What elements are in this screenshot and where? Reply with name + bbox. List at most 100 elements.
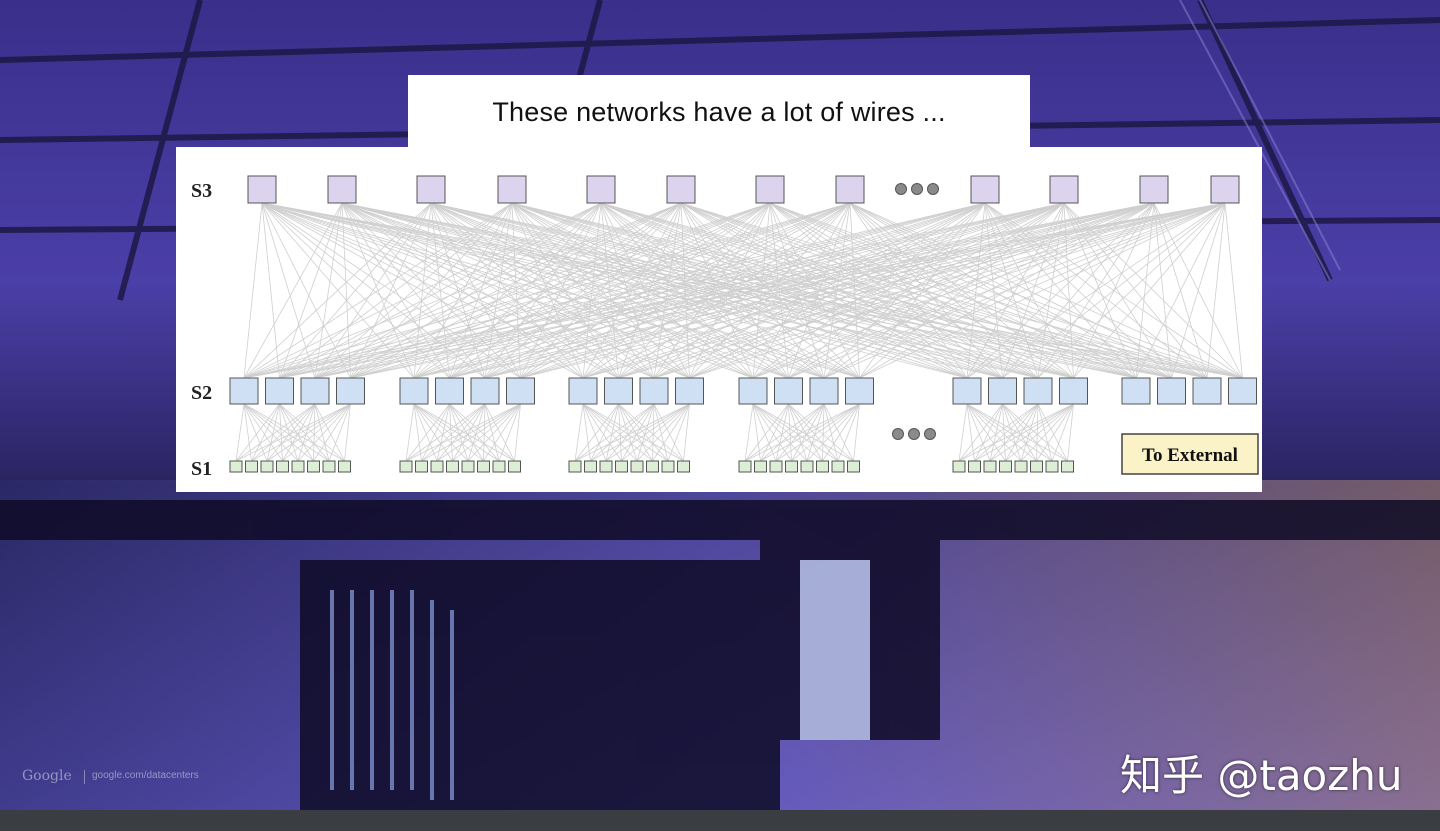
wire-s2-s1 (760, 403, 860, 462)
wire-s2-s1 (653, 403, 669, 462)
s3-switch (327, 175, 357, 204)
wire-s2-s1 (413, 403, 453, 462)
wire-s3-s2 (653, 202, 1065, 379)
s3-ellipsis (911, 183, 923, 195)
s1-switch (952, 460, 966, 473)
s2-switch (845, 377, 874, 405)
wire-s3-s2 (261, 202, 521, 379)
s1-switch (630, 460, 644, 473)
wire-s3-s2 (1224, 202, 1243, 379)
wire-s2-s1 (618, 403, 669, 462)
s2-switch (675, 377, 704, 405)
wire-s3-s2 (261, 202, 280, 379)
wire-s3-s2 (261, 202, 351, 379)
wire-s3-s2 (849, 202, 1243, 379)
wire-s2-s1 (974, 403, 1003, 462)
s2-switch (300, 377, 330, 405)
wire-s3-s2 (849, 202, 1137, 379)
wire-s3-s2 (984, 202, 1074, 379)
s1-switch (1045, 460, 1059, 473)
to-external-label: To External (1142, 445, 1238, 466)
wire-s2-s1 (279, 403, 330, 462)
wire-s2-s1 (582, 403, 622, 462)
s2-switch (952, 377, 982, 405)
s1-switch (245, 460, 258, 473)
wire-s2-s1 (590, 403, 619, 462)
wire-s3-s2 (314, 202, 1065, 379)
wire-s2-s1 (279, 403, 283, 462)
wire-s3-s2 (788, 202, 1226, 379)
wire-s3-s2 (966, 202, 986, 379)
wire-s3-s2 (314, 202, 513, 379)
wire-s2-s1 (621, 403, 690, 462)
wire-s2-s1 (243, 403, 314, 462)
wire-s3-s2 (1206, 202, 1226, 379)
s3-switch (247, 175, 277, 204)
wire-s2-s1 (752, 403, 854, 462)
s1-switch (816, 460, 829, 473)
wire-s2-s1 (297, 403, 316, 462)
wire-s2-s1 (243, 403, 330, 462)
wire-s3-s2 (261, 202, 486, 379)
wire-s2-s1 (775, 403, 789, 462)
s1-ellipsis (892, 428, 904, 440)
wire-s3-s2 (1153, 202, 1172, 379)
wire-s2-s1 (413, 403, 422, 462)
s2-switch (1059, 377, 1088, 405)
level-label-s2: S2 (191, 382, 212, 404)
wire-s2-s1 (791, 403, 860, 462)
s1-switch (322, 460, 336, 473)
s1-switch (1061, 460, 1074, 473)
wire-s3-s2 (243, 202, 602, 379)
wire-s2-s1 (1067, 403, 1074, 462)
wire-s2-s1 (788, 403, 792, 462)
wire-s3-s2 (314, 202, 851, 379)
s1-switch (492, 460, 506, 473)
google-logo: Google (22, 768, 72, 784)
wire-s3-s2 (350, 202, 1065, 379)
wire-s2-s1 (235, 403, 351, 462)
wire-s3-s2 (689, 202, 1065, 379)
wire-s2-s1 (652, 403, 690, 462)
wire-s3-s2 (350, 202, 1226, 379)
wire-s2-s1 (436, 403, 450, 462)
wire-s2-s1 (605, 403, 690, 462)
wire-s2-s1 (1002, 403, 1006, 462)
s1-switch (831, 460, 845, 473)
wire-s3-s2 (449, 202, 1226, 379)
wire-s2-s1 (853, 403, 860, 462)
s2-switch (604, 377, 633, 405)
s2-switch (1192, 377, 1222, 405)
wire-s2-s1 (636, 403, 655, 462)
s2-switch (738, 377, 768, 405)
wire-s3-s2 (243, 202, 1065, 379)
wire-s2-s1 (514, 403, 521, 462)
s1-switch (677, 460, 690, 473)
s1-switch (508, 460, 521, 473)
wire-s2-s1 (582, 403, 607, 462)
s1-switch (260, 460, 274, 473)
wire-s2-s1 (421, 403, 486, 462)
wire-s2-s1 (823, 403, 854, 462)
google-url: google.com/datacenters (92, 770, 199, 781)
wire-s2-s1 (744, 403, 754, 462)
wire-s3-s2 (449, 202, 771, 379)
wire-s3-s2 (823, 202, 1065, 379)
wire-s2-s1 (251, 403, 316, 462)
wire-s3-s2 (1135, 202, 1155, 379)
s1-switch (276, 460, 289, 473)
wire-s3-s2 (520, 202, 771, 379)
wire-s3-s2 (243, 202, 986, 379)
s1-switch (1030, 460, 1043, 473)
wire-s2-s1 (1005, 403, 1074, 462)
wire-s3-s2 (279, 202, 1065, 379)
wire-s2-s1 (1005, 403, 1039, 462)
wire-s2-s1 (282, 403, 316, 462)
wire-s3-s2 (314, 202, 343, 379)
wire-s3-s2 (279, 202, 1226, 379)
wire-s2-s1 (966, 403, 991, 462)
google-separator (84, 770, 85, 784)
s1-switch (785, 460, 798, 473)
wire-s3-s2 (752, 202, 1155, 379)
